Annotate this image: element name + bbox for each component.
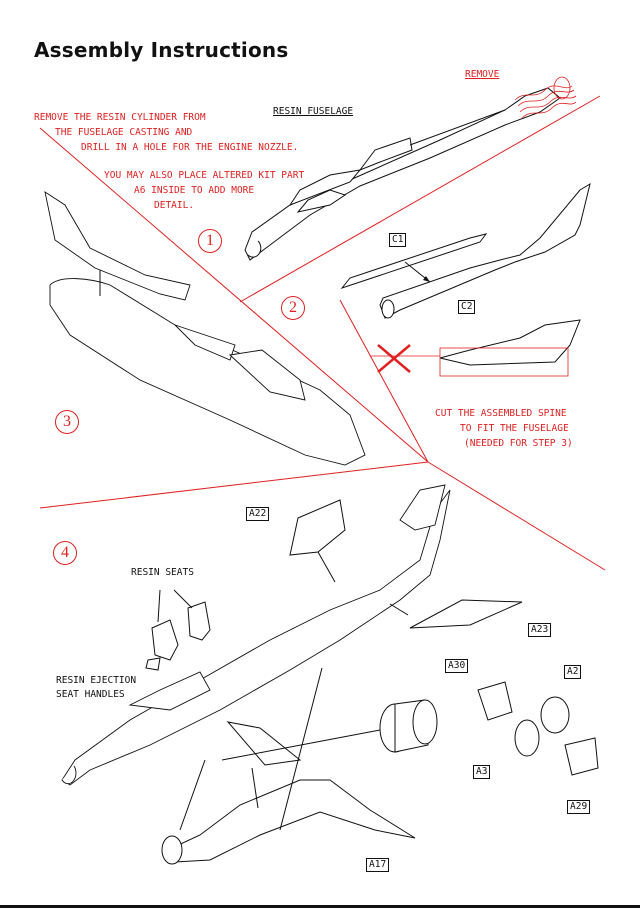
nozzle-parts	[379, 681, 599, 776]
step3-fuselage	[44, 191, 366, 466]
part-label-a2: A2	[564, 665, 582, 679]
removed-resin-cylinder	[514, 76, 577, 119]
label-resin-ejection-1: RESIN EJECTION	[56, 675, 137, 686]
label-resin-fuselage: RESIN FUSELAGE	[273, 106, 354, 117]
step-marker-4: 4	[53, 541, 77, 565]
note-cut-spine-2: TO FIT THE FUSELAGE	[460, 423, 569, 434]
step4-fuselage	[61, 484, 451, 786]
part-label-a29: A29	[567, 800, 591, 814]
label-resin-ejection-2: SEAT HANDLES	[56, 689, 125, 700]
step-marker-2: 2	[281, 296, 305, 320]
section-dividers	[39, 95, 606, 571]
note-remove-cylinder-3: DRILL IN A HOLE FOR THE ENGINE NOZZLE.	[81, 142, 299, 153]
note-remove: REMOVE	[465, 69, 500, 80]
note-remove-cylinder-1: REMOVE THE RESIN CYLINDER FROM	[34, 112, 206, 123]
part-label-a22: A22	[246, 507, 270, 521]
part-label-c1: C1	[389, 233, 407, 247]
step1-resin-fuselage	[244, 87, 561, 261]
note-cut-spine-1: CUT THE ASSEMBLED SPINE	[435, 408, 567, 419]
step-marker-1: 1	[198, 229, 222, 253]
part-label-a17: A17	[366, 858, 390, 872]
cut-cross-mark	[377, 344, 411, 373]
part-a17-lower	[161, 721, 416, 865]
part-label-c2: C2	[458, 300, 476, 314]
arrowhead-c1	[423, 276, 430, 282]
cut-spine-detail	[439, 319, 581, 366]
part-a23-wing	[409, 599, 523, 629]
note-alter-part-2: A6 INSIDE TO ADD MORE	[134, 185, 255, 196]
part-label-a3: A3	[473, 765, 491, 779]
part-a22-stabilizer	[289, 499, 346, 556]
assembly-arrows	[179, 667, 381, 831]
page-title: Assembly Instructions	[34, 38, 289, 62]
note-alter-part-3: DETAIL.	[154, 200, 195, 211]
note-alter-part-1: YOU MAY ALSO PLACE ALTERED KIT PART	[104, 170, 305, 181]
bottom-rule	[0, 905, 640, 908]
note-cut-spine-3: (NEEDED FOR STEP 3)	[464, 438, 573, 449]
step2-spine-parts	[340, 182, 591, 319]
resin-seats	[145, 601, 211, 671]
note-remove-cylinder-2: THE FUSELAGE CASTING AND	[55, 127, 193, 138]
part-label-a30: A30	[445, 659, 469, 673]
label-resin-seats: RESIN SEATS	[131, 567, 194, 578]
step-marker-3: 3	[55, 410, 79, 434]
cut-spine-highlight	[439, 347, 569, 377]
part-label-a23: A23	[528, 623, 552, 637]
